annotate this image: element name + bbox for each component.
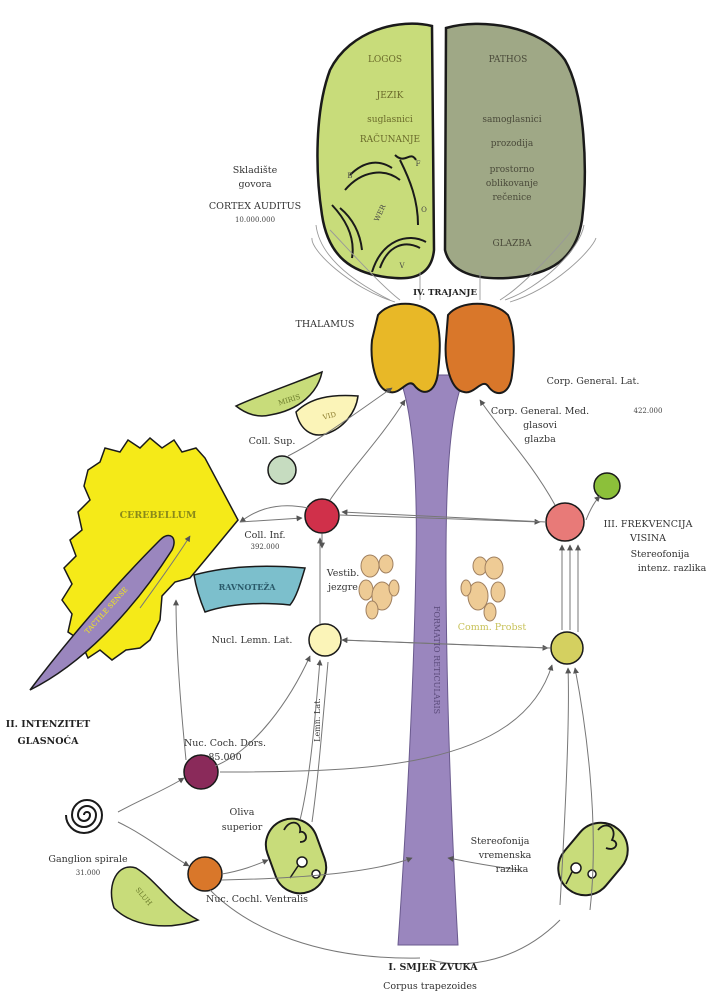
- frek-small-nucleus: [594, 473, 620, 499]
- coll-inf-count: 392.000: [251, 543, 280, 551]
- area-v-label: V: [398, 262, 405, 270]
- vestibular-figures-left: [359, 555, 399, 619]
- thalamus-label: THALAMUS: [296, 319, 355, 330]
- corp-med-count: 422.000: [634, 407, 663, 415]
- vestibular-figures-right: [461, 557, 505, 621]
- recenice-label: rečenice: [492, 192, 531, 203]
- oliva-label-2: superior: [222, 822, 263, 833]
- oblikovanje-label: oblikovanje: [486, 179, 538, 189]
- smjer-label: I. SMJER ZVUKA: [388, 962, 478, 973]
- brain: [317, 24, 584, 279]
- area-o-label: O: [421, 206, 427, 214]
- prozodija-label: prozodija: [491, 139, 534, 149]
- jezik-label: JEZIK: [376, 91, 404, 101]
- ravnoteza-label: RAVNOTEŽA: [219, 582, 277, 592]
- cortex-label: CORTEX AUDITUS: [209, 201, 301, 212]
- govora-label: govora: [238, 179, 271, 190]
- area-f-label: F: [416, 160, 421, 168]
- cerebellum-label: CEREBELLUM: [120, 510, 197, 521]
- ganglion-count: 31.000: [76, 869, 101, 877]
- comm-probst-label: Comm. Probst: [458, 622, 527, 633]
- skladiste-label: Skladište: [233, 165, 278, 176]
- frek-label-2: VISINA: [629, 533, 666, 544]
- stereo-label-5: razlika: [496, 864, 529, 875]
- ganglion-label: Ganglion spirale: [48, 854, 128, 865]
- comm-probst-nucleus: [551, 632, 583, 664]
- stereo-label-4: vremenska: [478, 850, 532, 861]
- samoglasnici-label: samoglasnici: [482, 115, 541, 125]
- intenzitet-label-2: GLASNOĆA: [18, 735, 80, 747]
- thalamus-left: [372, 304, 440, 393]
- lemn-lat-label: Lemn. Lat.: [313, 698, 322, 742]
- trajanje-label: IV. TRAJANJE: [413, 288, 477, 298]
- sluh-leaf: [111, 867, 198, 926]
- corp-lat-label: Corp. General. Lat.: [547, 376, 640, 387]
- vestib-label-1: Vestib.: [326, 568, 359, 579]
- formatio-label: FORMATIO RETICULARIS: [432, 606, 441, 714]
- nuc-dors-count: 85.000: [208, 752, 241, 763]
- oliva-label-1: Oliva: [230, 807, 255, 818]
- area-b-label: B: [347, 172, 352, 180]
- frek-label-1: III. FREKVENCIJA: [604, 519, 693, 530]
- suglasnici-label: suglasnici: [367, 115, 413, 125]
- prostorno-label: prostorno: [490, 165, 535, 175]
- corp-med-label: Corp. General. Med.: [491, 406, 589, 417]
- nuc-dors-label: Nuc. Coch. Dors.: [184, 738, 266, 749]
- oliva-superior-left: [259, 811, 334, 900]
- corpus-label: Corpus trapezoides: [383, 981, 477, 992]
- racunanje-label: RAČUNANJE: [360, 133, 420, 145]
- stereo-label-2: intenz. razlika: [638, 563, 707, 574]
- pathos-label: PATHOS: [489, 55, 528, 65]
- intenzitet-label-1: II. INTENZITET: [6, 719, 90, 730]
- coll-sup-nucleus: [268, 456, 296, 484]
- vestib-label-2: jezgre: [327, 582, 358, 593]
- logos-label: LOGOS: [368, 55, 402, 65]
- lemn-lat-nucleus: [309, 624, 341, 656]
- nucl-lemn-label: Nucl. Lemn. Lat.: [212, 635, 293, 646]
- spiral-icon: [66, 800, 102, 833]
- stereo-label-1: Stereofonija: [631, 549, 690, 560]
- coll-sup-label: Coll. Sup.: [249, 436, 296, 447]
- cortex-count: 10.000.000: [235, 216, 275, 224]
- frek-nucleus: [546, 503, 584, 541]
- coll-inf-label: Coll. Inf.: [244, 530, 285, 541]
- nuc-ventr-label: Nuc. Cochl. Ventralis: [206, 894, 308, 905]
- thalamus-right: [446, 304, 514, 393]
- ventr-nucleus: [188, 857, 222, 891]
- glazba-label: glazba: [524, 434, 556, 445]
- stereo-label-3: Stereofonija: [471, 836, 530, 847]
- coll-inf-nucleus: [305, 499, 339, 533]
- glazba-brain-label: GLAZBA: [492, 239, 532, 249]
- glasovi-label: glasovi: [523, 420, 557, 431]
